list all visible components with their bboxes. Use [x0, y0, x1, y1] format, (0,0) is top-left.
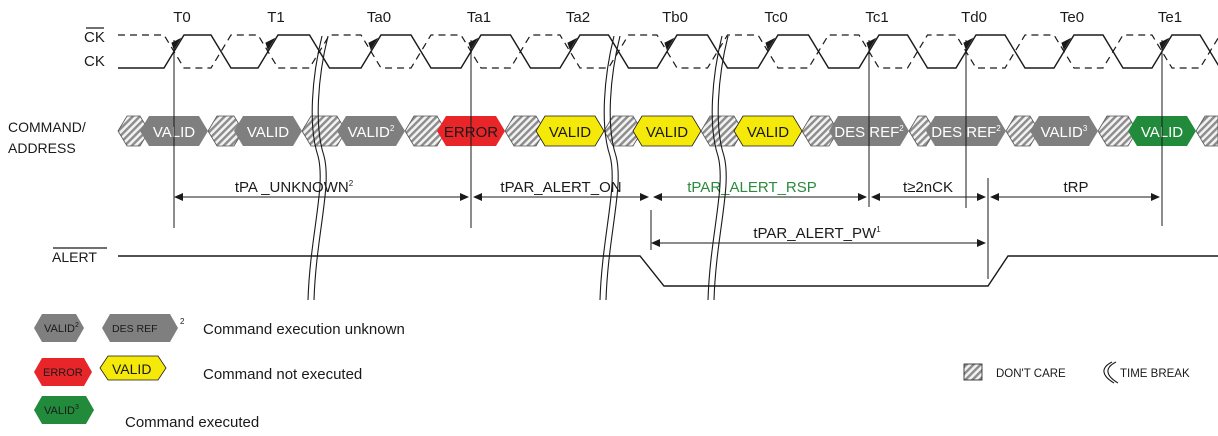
legend: VALID2 DES REF 2 Command execution unkno…	[34, 314, 1190, 431]
tpa-unknown-label: tPA _UNKNOWN2	[235, 179, 354, 196]
trp-arrow-head-left	[990, 193, 999, 201]
time-break-icon	[1103, 361, 1119, 384]
tpar-alert-pw-arrow-head-right	[977, 239, 986, 247]
alert-waveform	[118, 255, 1218, 287]
tick-label-tb0: Tb0	[662, 9, 688, 26]
legend-unknown-badge-1	[34, 314, 84, 342]
trp-label: tRP	[1063, 179, 1088, 196]
tick-label-tc0: Tc0	[764, 9, 787, 26]
legend-not-executed-label: Command not executed	[203, 366, 362, 383]
tpar-alert-rsp-label: tPAR_ALERT_RSP	[687, 179, 817, 196]
clock-waveforms	[118, 34, 1218, 69]
command-unknown	[1030, 116, 1098, 146]
legend-error-text: ERROR	[43, 367, 83, 379]
tick-label-ta0: Ta0	[367, 9, 391, 26]
reference-lines	[173, 40, 1163, 279]
command-text: DES REF2	[834, 124, 904, 141]
tick-label-te0: Te0	[1060, 9, 1084, 26]
legend-valid-text: VALID	[112, 361, 151, 377]
tpa-unknown-arrow-head-right	[460, 193, 469, 201]
command-text: DES REF2	[931, 124, 1001, 141]
legend-unknown-badge-1-text: VALID2	[44, 322, 79, 335]
clock-tick-labels: T0 T1 Ta0 Ta1 Ta2 Tb0 Tc0 Tc1 Td0 Te0 Te1	[173, 9, 1182, 26]
legend-dont-care: DON'T CARE	[996, 368, 1066, 380]
command-text: VALID	[646, 124, 688, 141]
command-not-executed	[535, 115, 605, 147]
command-label-line2: ADDRESS	[8, 140, 76, 156]
time-breaks	[307, 35, 729, 301]
ck-bar-waveform	[118, 34, 1218, 69]
command-not-executed	[632, 115, 702, 147]
legend-unknown-badge-2-sup: 2	[180, 317, 185, 326]
ck-bar-label: CK	[84, 29, 105, 46]
tick-label-t0: T0	[173, 9, 191, 26]
time-break-line	[599, 35, 615, 301]
t-2nck-arrow-head-right	[977, 193, 986, 201]
clock-edge-arrow	[368, 37, 379, 51]
tick-label-tc1: Tc1	[865, 9, 888, 26]
clock-edge-arrow	[265, 37, 276, 51]
t-2nck-arrow-head-left	[871, 193, 880, 201]
timing-arrows	[174, 193, 1160, 247]
clock-edge-arrow	[765, 37, 776, 51]
tpar-alert-on-label: tPAR_ALERT_ON	[500, 179, 621, 196]
tick-label-ta1: Ta1	[467, 9, 491, 26]
tpar-alert-rsp-arrow-head-left	[653, 193, 662, 201]
time-break-line	[605, 35, 621, 301]
legend-valid-badge	[99, 355, 167, 381]
time-break-line	[307, 35, 323, 301]
clock-edge-arrow	[1061, 37, 1072, 51]
dont-care-icon	[963, 363, 983, 381]
legend-time-break: TIME BREAK	[1120, 368, 1190, 380]
command-text: VALID	[747, 124, 789, 141]
tpar-alert-on-arrow-head-left	[473, 193, 482, 201]
tick-label-td0: Td0	[961, 9, 987, 26]
tpar-alert-rsp-arrow-head-right	[858, 193, 867, 201]
tick-label-t1: T1	[267, 9, 285, 26]
tick-label-te1: Te1	[1158, 9, 1182, 26]
legend-executed-label: Command executed	[125, 414, 259, 431]
t-2nck-label: t≥2nCK	[903, 179, 953, 196]
legend-executed-badge	[34, 396, 94, 424]
dont-care-segment	[1195, 115, 1218, 147]
time-break-line	[313, 35, 329, 301]
command-unknown	[234, 116, 302, 146]
command-text: VALID	[549, 124, 591, 141]
tpar-alert-pw-label: tPAR_ALERT_PW1	[753, 225, 881, 242]
time-break-line	[707, 35, 723, 301]
legend-executed-text: VALID3	[44, 404, 79, 417]
command-text: VALID3	[1041, 124, 1088, 141]
command-not-executed	[733, 115, 803, 147]
command-text: VALID2	[348, 124, 395, 141]
command-text: VALID	[247, 124, 289, 141]
tpar-alert-pw-arrow-head-left	[651, 239, 660, 247]
trp-arrow-head-right	[1151, 193, 1160, 201]
legend-unknown-label: Command execution unknown	[203, 321, 405, 338]
ck-waveform	[118, 34, 1218, 69]
ck-label: CK	[84, 53, 105, 70]
legend-error-badge	[34, 358, 92, 386]
time-break-line	[713, 35, 729, 301]
alert-label: ALERT	[52, 249, 97, 265]
tick-label-ta2: Ta2	[566, 9, 590, 26]
clock-edge-arrow	[567, 37, 578, 51]
tpar-alert-on-arrow-head-right	[640, 193, 649, 201]
command-unknown	[337, 116, 405, 146]
legend-unknown-badge-2	[102, 314, 178, 342]
legend-unknown-badge-2-text: DES REF	[112, 323, 158, 335]
command-label-line1: COMMAND/	[8, 119, 86, 135]
clock-edge-arrow	[664, 37, 675, 51]
tpa-unknown-arrow-head-left	[174, 193, 183, 201]
